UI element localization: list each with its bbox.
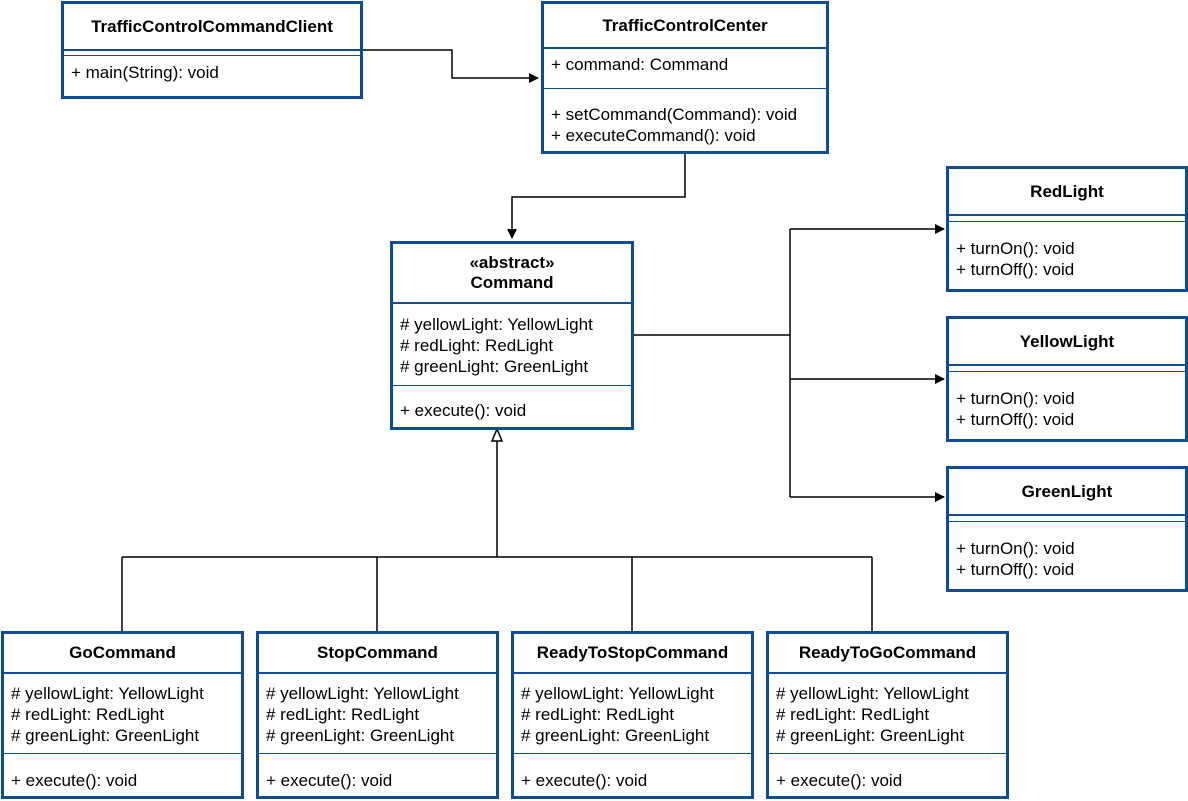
association-command-trunk <box>633 229 791 497</box>
operation: + main(String): void <box>71 63 219 82</box>
operation: + turnOff(): void <box>956 260 1075 279</box>
class-red-light[interactable]: RedLight + turnOn(): void + turnOff(): v… <box>946 166 1188 292</box>
class-command[interactable]: «abstract» Command # yellowLight: Yellow… <box>390 241 634 430</box>
class-title: ReadyToStopCommand <box>536 643 729 662</box>
class-go-command[interactable]: GoCommand # yellowLight: YellowLight # r… <box>1 631 244 799</box>
operations-compartment: + execute(): void <box>514 754 751 791</box>
association-center-to-command <box>507 152 686 239</box>
attributes-compartment: # yellowLight: YellowLight # redLight: R… <box>393 304 631 386</box>
operation: + setCommand(Command): void <box>551 105 798 124</box>
class-name: GreenLight <box>949 469 1185 516</box>
attribute: # redLight: RedLight <box>521 705 675 724</box>
class-title: TrafficControlCommandClient <box>91 16 333 36</box>
operations-compartment: + execute(): void <box>259 754 496 791</box>
class-name: ReadyToStopCommand <box>514 634 751 674</box>
class-name: GoCommand <box>4 634 241 674</box>
operation: + execute(): void <box>266 771 393 790</box>
operations-compartment: + execute(): void <box>769 754 1006 791</box>
class-title: RedLight <box>1030 181 1104 201</box>
attributes-compartment: # yellowLight: YellowLight # redLight: R… <box>259 674 496 754</box>
operation: + turnOn(): void <box>956 239 1075 258</box>
inheritance-tree <box>121 441 873 632</box>
class-name: TrafficControlCenter <box>544 4 826 49</box>
operation: + executeCommand(): void <box>551 126 756 145</box>
class-ready-to-stop-command[interactable]: ReadyToStopCommand # yellowLight: Yellow… <box>511 631 754 799</box>
class-name: TrafficControlCommandClient <box>64 4 360 51</box>
attributes-compartment: # yellowLight: YellowLight # redLight: R… <box>514 674 751 754</box>
operations-compartment: + turnOn(): void + turnOff(): void <box>949 522 1185 580</box>
class-name: RedLight <box>949 169 1185 216</box>
operations-compartment: + execute(): void <box>4 754 241 791</box>
attribute: # yellowLight: YellowLight <box>11 684 204 703</box>
inheritance-arrowhead <box>490 427 504 442</box>
operations-compartment: + turnOn(): void + turnOff(): void <box>949 372 1185 430</box>
operation: + turnOff(): void <box>956 560 1075 579</box>
operation: + turnOff(): void <box>956 410 1075 429</box>
attribute: # redLight: RedLight <box>776 705 930 724</box>
attribute: # yellowLight: YellowLight <box>776 684 969 703</box>
class-yellow-light[interactable]: YellowLight + turnOn(): void + turnOff()… <box>946 316 1188 442</box>
attributes-compartment: # yellowLight: YellowLight # redLight: R… <box>4 674 241 754</box>
class-title: Command <box>470 273 554 292</box>
class-traffic-control-center[interactable]: TrafficControlCenter + command: Command … <box>541 1 829 154</box>
operation: + execute(): void <box>776 771 903 790</box>
operation: + execute(): void <box>521 771 648 790</box>
class-title: ReadyToGoCommand <box>798 643 977 662</box>
operation: + turnOn(): void <box>956 539 1075 558</box>
attribute: # redLight: RedLight <box>400 336 554 355</box>
attributes-compartment <box>949 216 1185 222</box>
class-title: StopCommand <box>317 643 438 662</box>
attribute: # greenLight: GreenLight <box>521 726 710 745</box>
class-green-light[interactable]: GreenLight + turnOn(): void + turnOff():… <box>946 466 1188 592</box>
attributes-compartment <box>949 516 1185 522</box>
attribute: # redLight: RedLight <box>266 705 420 724</box>
attribute: # greenLight: GreenLight <box>266 726 455 745</box>
operations-compartment: + execute(): void <box>393 386 631 421</box>
attribute: # greenLight: GreenLight <box>776 726 965 745</box>
class-name: ReadyToGoCommand <box>769 634 1006 674</box>
operations-compartment: + main(String): void <box>64 56 360 83</box>
class-traffic-control-command-client[interactable]: TrafficControlCommandClient + main(Strin… <box>61 1 363 99</box>
attributes-compartment <box>949 366 1185 372</box>
association-client-to-center <box>362 49 539 83</box>
attribute: # yellowLight: YellowLight <box>521 684 714 703</box>
class-title: YellowLight <box>1019 331 1115 351</box>
class-ready-to-go-command[interactable]: ReadyToGoCommand # yellowLight: YellowLi… <box>766 631 1009 799</box>
attributes-compartment: # yellowLight: YellowLight # redLight: R… <box>769 674 1006 754</box>
class-name: «abstract» Command <box>393 244 631 304</box>
class-title: GreenLight <box>1021 481 1113 501</box>
operations-compartment: + turnOn(): void + turnOff(): void <box>949 222 1185 280</box>
class-name: StopCommand <box>259 634 496 674</box>
operation: + turnOn(): void <box>956 389 1075 408</box>
operation: + execute(): void <box>400 401 527 420</box>
class-name: YellowLight <box>949 319 1185 366</box>
attribute: # yellowLight: YellowLight <box>400 315 593 334</box>
class-stereotype: «abstract» <box>469 253 555 272</box>
attributes-compartment: + command: Command <box>544 49 826 89</box>
operation: + execute(): void <box>11 771 138 790</box>
attributes-compartment <box>64 51 360 56</box>
attribute: # yellowLight: YellowLight <box>266 684 459 703</box>
attribute: + command: Command <box>551 55 729 74</box>
operations-compartment: + setCommand(Command): void + executeCom… <box>544 89 826 146</box>
attribute: # redLight: RedLight <box>11 705 165 724</box>
class-title: GoCommand <box>69 643 176 662</box>
class-stop-command[interactable]: StopCommand # yellowLight: YellowLight #… <box>256 631 499 799</box>
attribute: # greenLight: GreenLight <box>400 357 589 376</box>
class-title: TrafficControlCenter <box>602 15 768 35</box>
attribute: # greenLight: GreenLight <box>11 726 200 745</box>
